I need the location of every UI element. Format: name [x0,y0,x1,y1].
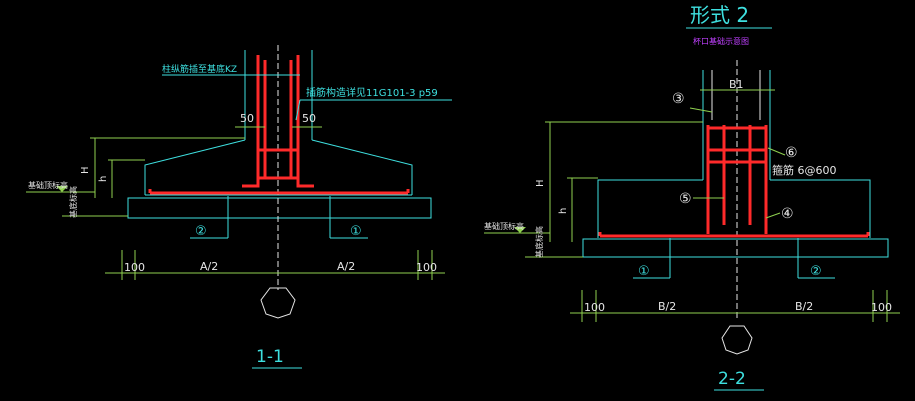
dim-H-right: H [535,179,546,187]
dim-A2-left: A/2 [200,260,218,273]
dim-50-left: 50 [240,112,254,125]
dim-A2-right: A/2 [337,260,355,273]
label-6: ⑥ [785,145,798,161]
label-3: ③ [672,91,685,107]
cushion-layer-2 [582,238,889,258]
footing-step-right [770,179,871,238]
form-subtitle: 杯口基础示意图 [693,36,749,46]
footing-slope-left [144,139,246,195]
label-5: ⑤ [679,191,692,207]
rebar-label-2-left: ② [195,224,207,239]
section-title-1-1: 1-1 [256,347,284,367]
elev-bottom-right: 基底标高 [534,226,544,258]
dim-100-left: 100 [124,261,145,274]
label-4: ④ [781,206,794,222]
section-title-2-2: 2-2 [718,369,746,389]
axis-bubble-right [721,325,753,355]
dim-100-right: 100 [416,261,437,274]
dim-h-left: h [98,176,109,182]
section-2-2: 形式 2 杯口基础示意图 B1 ③ ⑥ 箍筋 6@600 ⑤ [484,3,900,391]
rebar-label-1-left: ① [350,224,362,239]
dim-50-right: 50 [302,112,316,125]
column-rebar-label: 柱纵筋插至基底KZ [162,63,237,75]
rebar-label-1-right: ① [638,264,650,279]
dim-B1: B1 [729,78,744,91]
column-bar-left [242,55,260,188]
axis-bubble-left [260,287,296,319]
stirrup-note: 箍筋 6@600 [772,163,837,177]
elev-bottom-left: 基底标高 [68,186,78,218]
section-1-1: 柱纵筋插至基底KZ 插筋构造详见11G101-3 p59 50 50 H h 基… [26,45,452,369]
dim-100-left-2: 100 [584,301,605,314]
dim-h-right: h [558,208,569,214]
dim-B2-left: B/2 [658,300,676,313]
dim-H-left: H [80,166,91,174]
cushion-layer [127,197,432,219]
form-title: 形式 2 [690,3,749,27]
elev-top-right: 基础顶标高 [484,221,524,231]
elev-top-left: 基础顶标高 [28,180,68,190]
footing-step-left [597,179,703,238]
anchor-note: 插筋构造详见11G101-3 p59 [306,86,438,99]
dim-100-right-2: 100 [871,301,892,314]
column-bar-right [296,55,314,188]
dim-B2-right: B/2 [795,300,813,313]
rebar-label-2-right: ② [810,264,822,279]
footing-slope-right [311,139,413,195]
